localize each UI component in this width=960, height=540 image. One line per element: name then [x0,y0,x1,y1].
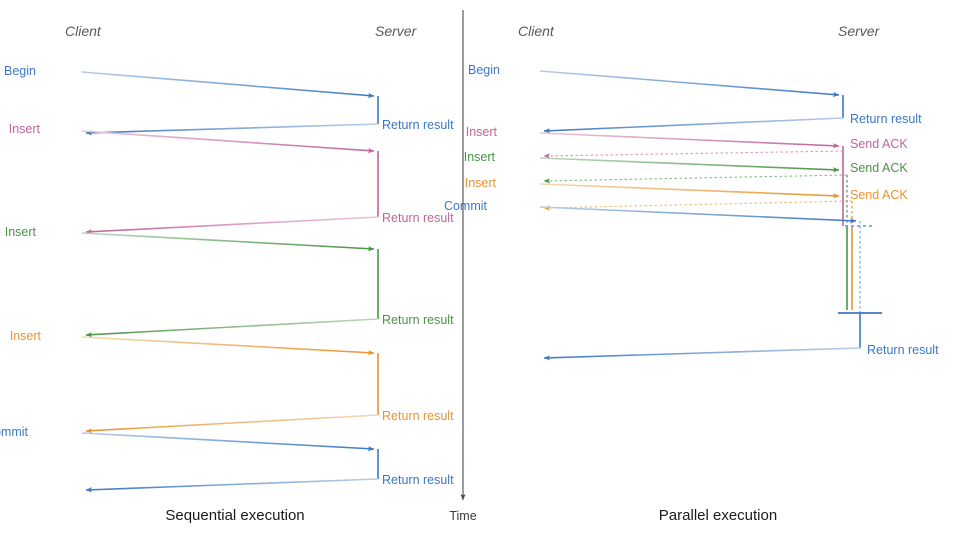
time-axis-label-text: Time [449,509,476,523]
parallel-arrow-insert-1-ack [543,150,844,159]
parallel-server-lane-title: Server [838,23,881,39]
sequential-arrow-insert-1 [81,130,375,154]
parallel-arrow-insert-3 [539,183,840,199]
parallel-arrow-insert-2-ack [543,174,848,184]
sequential-arrow-insert-2 [81,232,375,252]
sequential-label-commit-return: Return result [382,473,454,487]
sequential-label-insert-1: Insert [9,122,41,136]
sequential-arrow-commit [81,432,375,452]
parallel-client-lane-title: Client [518,23,555,39]
parallel-arrow-begin [539,70,840,98]
parallel-arrow-insert-1 [539,132,840,149]
parallel-label-begin: Begin [468,63,500,77]
parallel-arrow-insert-3-ack [543,200,853,211]
sequential-arrow-begin [81,71,375,99]
sequential-label-insert-3-return: Return result [382,409,454,423]
sequential-arrow-insert-3-return [85,414,379,434]
sequential-server-lane-title: Server [375,23,418,39]
parallel-label-insert-3: Insert [465,176,497,190]
sequential-arrow-begin-return [85,123,379,136]
sequential-label-begin-return: Return result [382,118,454,132]
parallel-label-insert-1-ack: Send ACK [850,137,908,151]
sequential-caption-text: Sequential execution [165,507,304,524]
parallel-label-insert-2-ack: Send ACK [850,161,908,175]
parallel-label-commit: Commit [444,199,488,213]
parallel-arrow-commit-return [543,347,861,361]
sequential-label-begin: Begin [4,64,36,78]
parallel-arrow-commit [539,206,857,224]
parallel-label-insert-3-ack: Send ACK [850,188,908,202]
parallel-arrow-insert-2 [539,157,840,173]
sequential-label-commit: Commit [0,425,29,439]
parallel-label-insert-1: Insert [466,125,498,139]
sequential-label-insert-1-return: Return result [382,211,454,225]
parallel-arrow-begin-return [543,117,844,134]
parallel-label-commit-return: Return result [867,343,939,357]
sequential-label-insert-3: Insert [10,329,42,343]
sequential-arrow-insert-1-return [85,216,379,235]
sequential-arrow-insert-3 [81,336,375,356]
sequential-label-insert-2-return: Return result [382,313,454,327]
parallel-label-begin-return: Return result [850,112,922,126]
sequential-arrow-insert-2-return [85,318,379,338]
sequential-label-insert-2: Insert [5,225,37,239]
parallel-label-insert-2: Insert [464,150,496,164]
time-axis: Time [449,10,477,523]
parallel-caption-text: Parallel execution [659,507,777,524]
sequential-arrow-commit-return [85,478,379,493]
sequential-client-lane-title: Client [65,23,102,39]
